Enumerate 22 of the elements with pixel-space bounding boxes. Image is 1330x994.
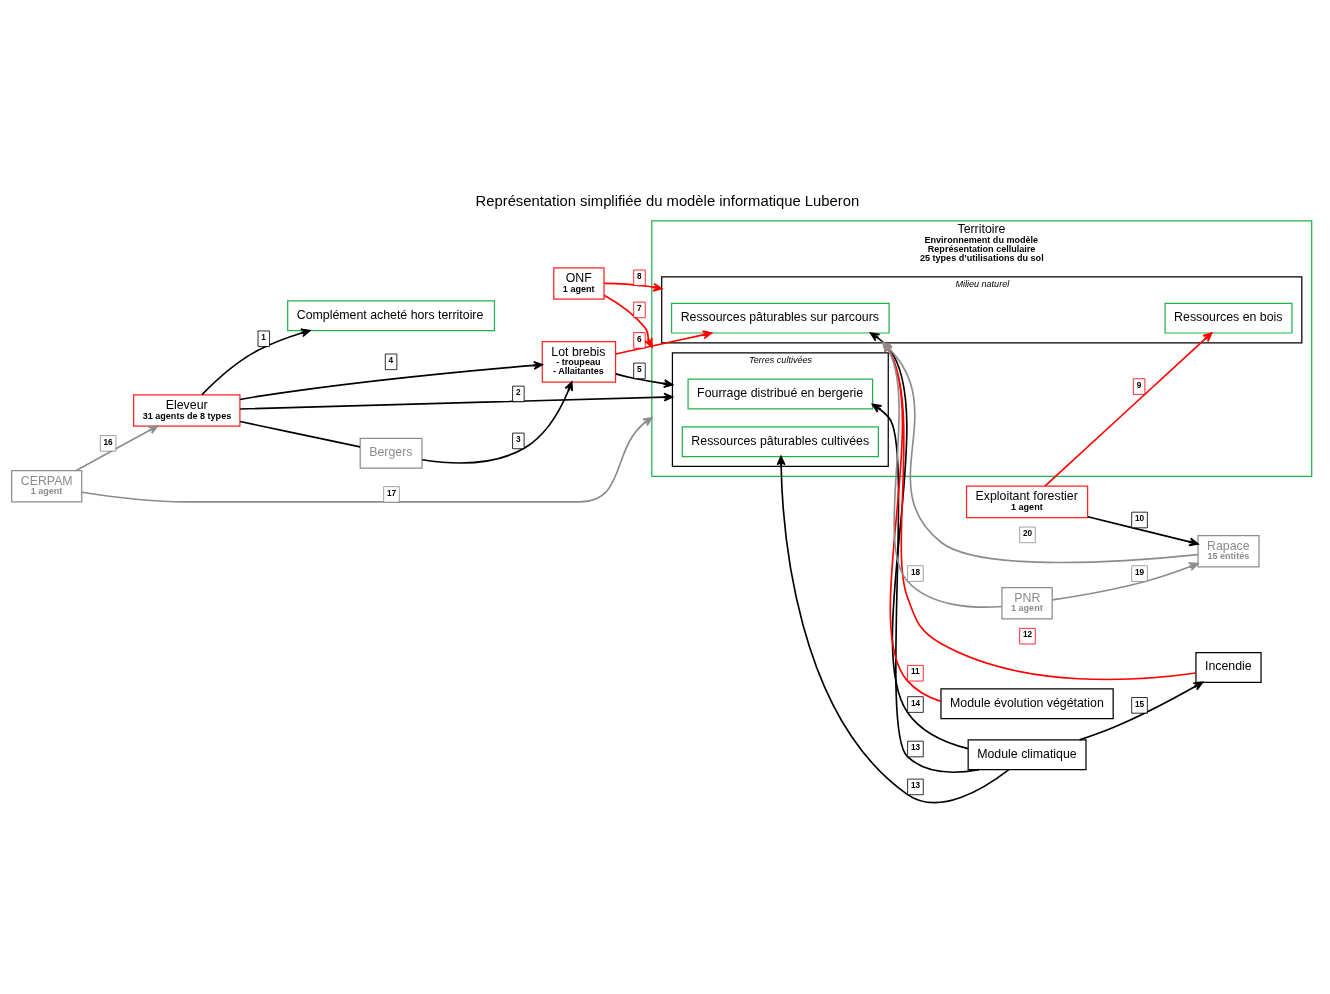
edge-label: 8 <box>636 272 642 282</box>
edge-label: 3 <box>515 435 521 445</box>
edge-label: 5 <box>636 365 642 375</box>
edge-label: 18 <box>910 567 921 577</box>
edge-label: 10 <box>1134 514 1145 524</box>
edge-label: 14 <box>910 698 921 708</box>
edge-label: 17 <box>386 488 397 498</box>
edge-label: 16 <box>103 437 113 447</box>
edge-label: 19 <box>1134 567 1145 577</box>
edge-label: 7 <box>636 304 642 314</box>
edge-label: 20 <box>1022 529 1033 539</box>
edge-label: 13 <box>910 781 921 791</box>
edge-label: 9 <box>1136 380 1142 390</box>
edge-label: 6 <box>636 334 642 344</box>
diagram-title: Représentation simplifiée du modèle informatique Luberon <box>475 193 860 210</box>
edge-label: 4 <box>388 356 394 366</box>
edge-label: 2 <box>515 388 521 398</box>
edge-label: 15 <box>1134 699 1145 709</box>
edge-label: 11 <box>910 667 920 677</box>
edge-label: 13 <box>910 743 921 753</box>
edge-label: 1 <box>261 333 266 342</box>
edge-label: 12 <box>1022 630 1033 640</box>
